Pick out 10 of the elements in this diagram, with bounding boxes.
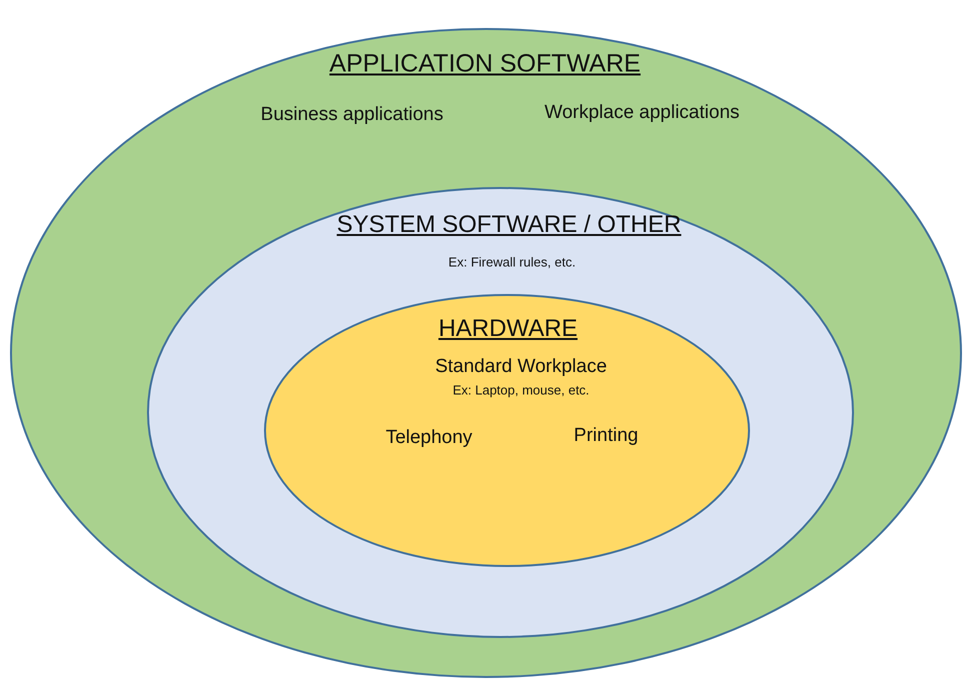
category-label: Telephony (386, 427, 472, 449)
category-label: Workplace applications (544, 102, 740, 124)
example-text: Ex: Firewall rules, etc. (448, 254, 576, 270)
layer-title: APPLICATION SOFTWARE (329, 50, 641, 78)
category-label: Printing (574, 425, 638, 447)
layer-title: SYSTEM SOFTWARE / OTHER (336, 211, 682, 239)
layer-title: HARDWARE (438, 315, 578, 343)
category-label: Standard Workplace (435, 356, 607, 378)
category-label: Business applications (260, 104, 444, 126)
example-text: Ex: Laptop, mouse, etc. (452, 382, 590, 398)
